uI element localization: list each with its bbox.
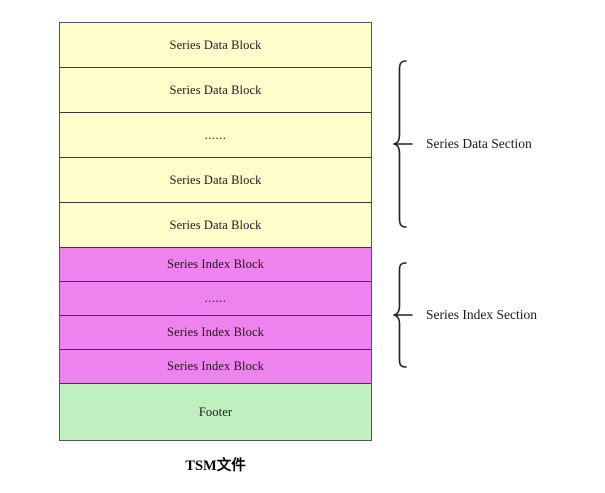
tsm-file-stack: Series Data Block Series Data Block ....…	[59, 22, 372, 441]
series-data-block-3: Series Data Block	[60, 158, 371, 203]
diagram-caption: TSM文件	[185, 458, 246, 474]
series-data-section-brace-icon	[392, 59, 414, 229]
block-label: Footer	[198, 404, 233, 419]
block-label: Series Index Block	[167, 359, 264, 374]
block-label: Series Data Block	[169, 217, 262, 232]
block-label: Series Data Block	[169, 172, 262, 187]
series-data-block-2: Series Data Block	[60, 68, 371, 113]
footer-block: Footer	[60, 384, 371, 440]
series-index-block-1: Series Index Block	[60, 248, 371, 282]
series-data-block-ellipsis: ......	[60, 113, 371, 158]
series-data-block-1: Series Data Block	[60, 23, 371, 68]
series-data-block-4: Series Data Block	[60, 203, 371, 248]
block-label: Series Index Block	[167, 325, 264, 340]
series-index-section-brace-icon	[392, 261, 414, 369]
ellipsis-label: ......	[204, 127, 227, 142]
block-label: Series Data Block	[169, 37, 262, 52]
series-index-section-label: Series Index Section	[426, 307, 537, 322]
series-index-block-ellipsis: ......	[60, 282, 371, 316]
ellipsis-label: ......	[204, 291, 227, 306]
series-data-section-label: Series Data Section	[426, 136, 532, 151]
series-index-block-2: Series Index Block	[60, 316, 371, 350]
block-label: Series Data Block	[169, 82, 262, 97]
series-index-block-3: Series Index Block	[60, 350, 371, 384]
block-label: Series Index Block	[167, 257, 264, 272]
